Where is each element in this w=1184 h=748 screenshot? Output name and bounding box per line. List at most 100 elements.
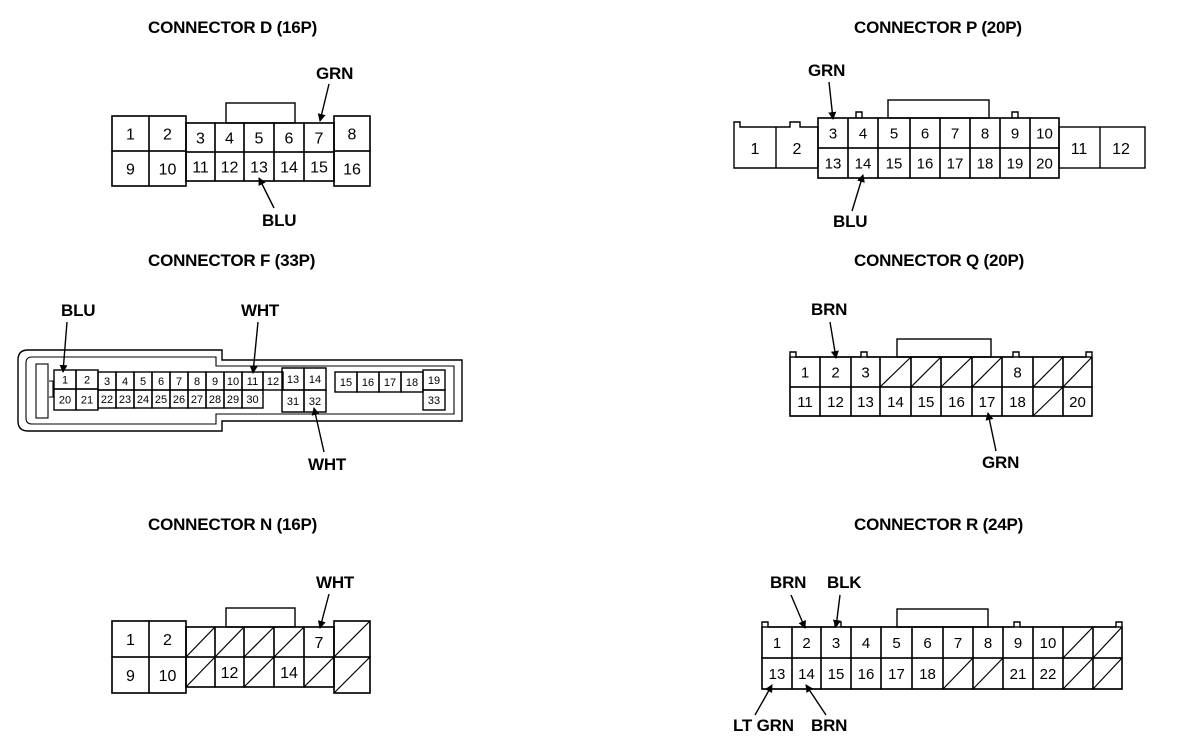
pin-d-16: 16: [343, 161, 361, 178]
pin-p-15: 15: [886, 155, 903, 172]
connector-r-blk-label: BLK: [827, 573, 862, 592]
connector-d-blu-label: BLU: [262, 211, 297, 230]
pin-p-20: 20: [1036, 155, 1053, 172]
connector-f-side-rib: [35, 363, 49, 419]
pin-f-26: 26: [173, 394, 185, 406]
empty-pin-hatch: [185, 626, 216, 658]
connector-r-latch: [896, 608, 989, 628]
empty-pin-hatch: [910, 356, 942, 388]
pin-cell: [1062, 386, 1093, 417]
pin-n-1: 1: [126, 632, 135, 649]
empty-pin-hatch: [1092, 626, 1123, 659]
empty-pin-hatch: [273, 626, 305, 658]
pin-f-17: 17: [384, 377, 396, 389]
pin-n-12: 12: [221, 665, 239, 682]
pin-cell: [241, 389, 264, 409]
pin-q-14: 14: [887, 394, 904, 411]
pin-f-11: 11: [247, 376, 258, 388]
connector-r-title: CONNECTOR R (24P): [854, 515, 1024, 534]
pin-f-14: 14: [309, 374, 321, 386]
connector-q-grn-label: GRN: [982, 453, 1020, 472]
pin-r-1: 1: [773, 635, 781, 652]
pin-p-19: 19: [1007, 155, 1024, 172]
connector-f-blu-arrow: [59, 321, 68, 373]
pin-f-2: 2: [84, 374, 90, 386]
connector-n-wht-label: WHT: [316, 573, 355, 592]
pin-f-12: 12: [267, 376, 279, 388]
pin-n-10: 10: [159, 668, 177, 685]
connector-d-latch: [225, 102, 296, 124]
empty-pin-hatch: [972, 657, 1004, 690]
connector-f-housing: [17, 349, 463, 432]
pin-f-6: 6: [158, 376, 164, 388]
pin-f-13: 13: [287, 374, 299, 386]
pin-p-18: 18: [977, 155, 994, 172]
connector-f-wht-bottom-arrow: [311, 407, 325, 453]
connector-q-title: CONNECTOR Q (20P): [854, 251, 1025, 270]
pin-d-15: 15: [310, 159, 328, 176]
pin-d-5: 5: [255, 130, 264, 147]
pin-r-3: 3: [832, 635, 840, 652]
connector-n-title: CONNECTOR N (16P): [148, 515, 318, 534]
pin-cell: [1029, 147, 1060, 179]
connector-q-latch: [896, 338, 992, 358]
pin-q-11: 11: [797, 394, 813, 411]
pin-d-2: 2: [163, 126, 172, 143]
pin-r-2: 2: [802, 635, 810, 652]
connector-p-key-right: [1011, 111, 1019, 118]
pin-d-1: 1: [126, 126, 135, 143]
connector-n-wht-arrow: [317, 593, 330, 629]
empty-pin-hatch: [942, 657, 974, 690]
pin-p-7: 7: [951, 125, 959, 142]
connector-d-blu-arrow: [258, 177, 275, 209]
pin-d-13: 13: [250, 159, 268, 176]
connector-d-grn-label: GRN: [316, 64, 354, 83]
pin-cell: [262, 371, 284, 391]
connector-f-key: [49, 380, 54, 398]
pin-q-17: 17: [979, 394, 996, 411]
callout-arrows: [59, 81, 997, 716]
pin-f-33: 33: [428, 395, 440, 407]
pin-cell: [333, 656, 371, 694]
empty-pin-hatch: [185, 656, 216, 688]
empty-pin-hatch: [940, 356, 973, 388]
pin-r-6: 6: [923, 635, 931, 652]
pin-q-3: 3: [861, 364, 869, 381]
pin-p-16: 16: [917, 155, 934, 172]
empty-pin-hatch: [333, 620, 371, 658]
empty-pin-hatch: [1032, 356, 1064, 388]
pin-cell: [1092, 657, 1123, 690]
connector-f-wht-top-label: WHT: [241, 301, 280, 320]
pin-d-7: 7: [315, 130, 324, 147]
pin-f-7: 7: [176, 376, 182, 388]
pin-f-3: 3: [104, 376, 110, 388]
connector-q-brn-label: BRN: [811, 300, 848, 319]
pin-q-2: 2: [831, 364, 839, 381]
pin-p-6: 6: [921, 125, 929, 142]
connector-p-title: CONNECTOR P (20P): [854, 18, 1022, 37]
pin-r-10: 10: [1040, 635, 1057, 652]
connector-p-grn-arrow: [828, 81, 837, 120]
pin-r-7: 7: [954, 635, 962, 652]
pin-f-23: 23: [119, 394, 131, 406]
pin-r-14: 14: [798, 666, 815, 683]
pin-q-13: 13: [857, 394, 874, 411]
pin-r-13: 13: [769, 666, 786, 683]
pin-r-4: 4: [862, 635, 870, 652]
connector-p-latch: [887, 99, 990, 119]
empty-pin-hatch: [1032, 386, 1064, 417]
pin-p-9: 9: [1011, 125, 1019, 142]
connector-bodies: [17, 99, 1146, 694]
pin-r-15: 15: [828, 666, 845, 683]
pin-p-13: 13: [825, 155, 842, 172]
empty-pin-hatch: [1062, 626, 1094, 659]
pin-f-32: 32: [309, 396, 321, 408]
connector-r-brn-top-label: BRN: [770, 573, 807, 592]
pin-p-3: 3: [829, 125, 837, 142]
connector-p-blu-arrow: [851, 174, 865, 212]
connector-r-housing: [761, 621, 1123, 690]
connector-f-title: CONNECTOR F (33P): [148, 251, 316, 270]
empty-pin-hatch: [214, 626, 245, 658]
connector-r-blk-arrow: [832, 594, 841, 628]
pin-d-12: 12: [221, 159, 239, 176]
